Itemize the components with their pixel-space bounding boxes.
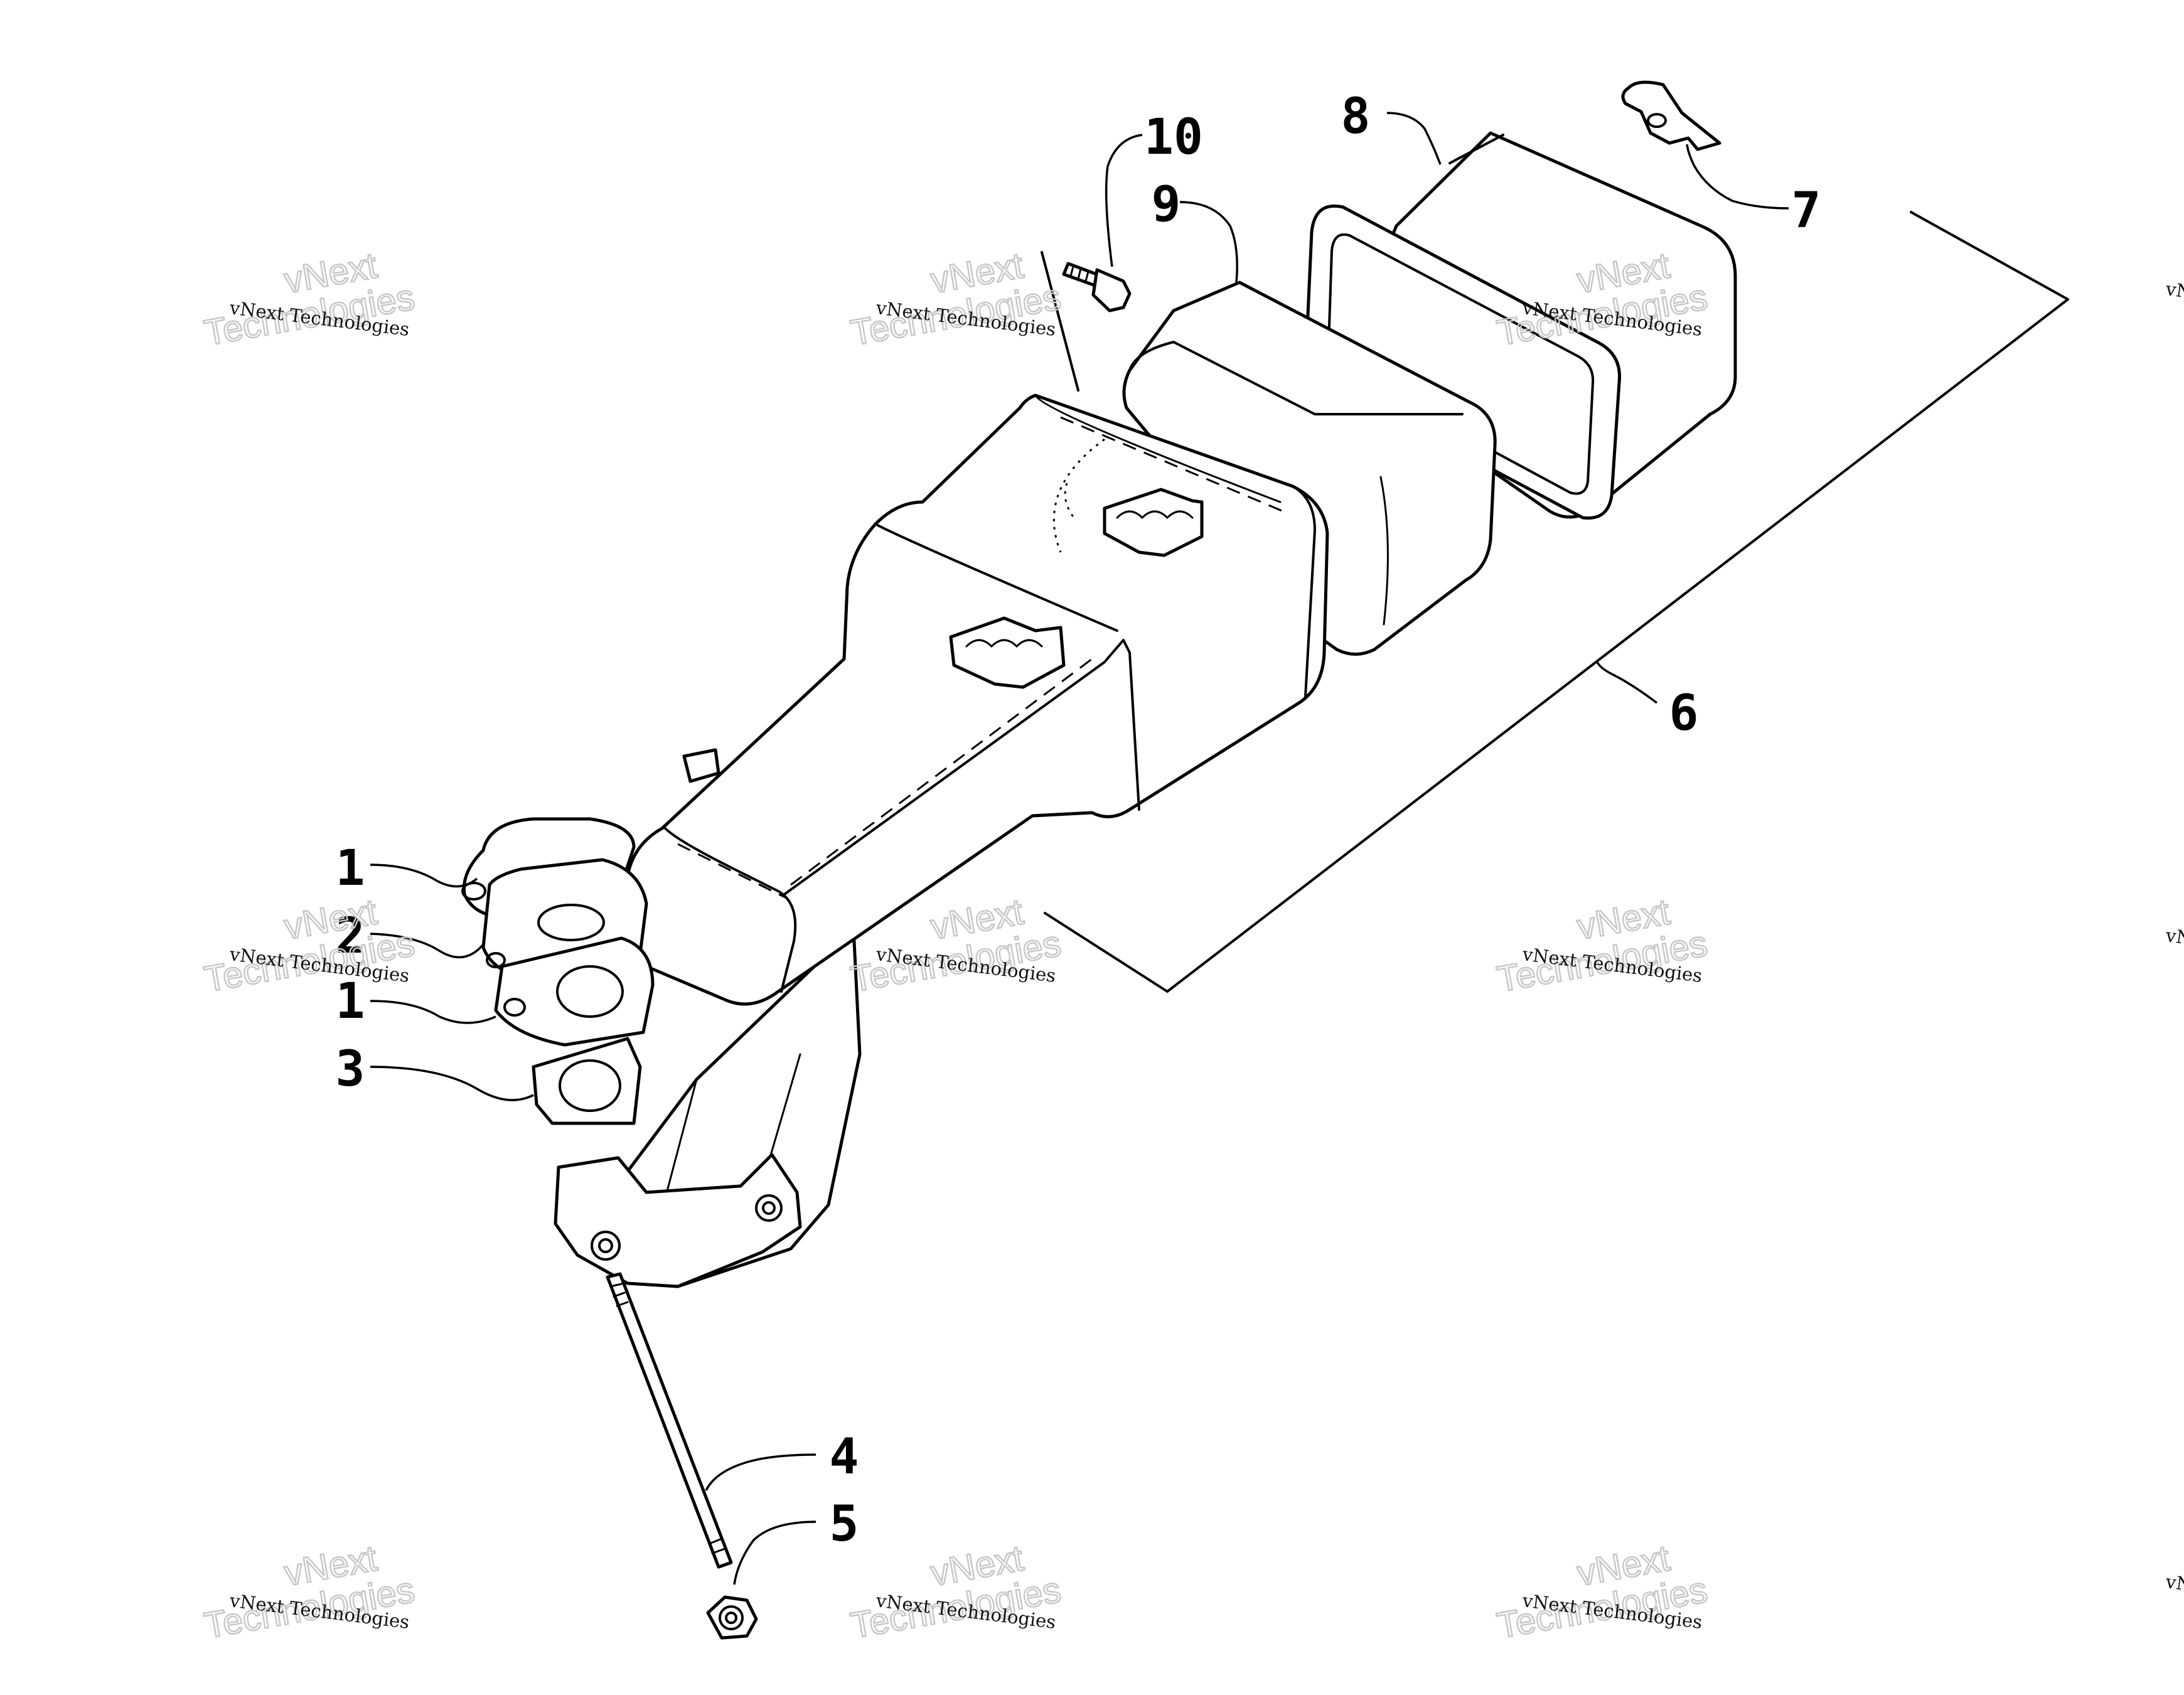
leader-lines — [370, 112, 1789, 1585]
callout-label: 6 — [1669, 685, 1699, 742]
watermark-text: vNext Technologies — [2164, 278, 2184, 321]
part-3-gasket — [532, 1037, 642, 1125]
callout-labels: 1 2 1 3 4 5 6 7 8 9 10 — [336, 88, 1821, 1553]
part-10-bolt — [1062, 262, 1132, 313]
part-7-clip — [1621, 80, 1721, 151]
callout-label: 5 — [830, 1496, 859, 1553]
callout-label: 2 — [336, 908, 365, 965]
watermark-text: vNext Technologies — [2164, 1571, 2184, 1614]
callout-label: 8 — [1341, 88, 1371, 145]
callout-label: 3 — [336, 1041, 365, 1098]
part-6-airbox-housing — [554, 393, 1329, 1288]
part-5-flange-nut — [706, 1595, 758, 1640]
part-4-stud-bolt — [606, 1272, 733, 1569]
watermark-text: vNext Technologies — [2164, 924, 2184, 968]
callout-label: 9 — [1152, 176, 1181, 233]
callout-label: 1 — [336, 973, 365, 1030]
callout-label: 4 — [830, 1429, 859, 1485]
callout-label: 7 — [1792, 183, 1821, 239]
assembly-bracket-line — [1044, 211, 2069, 993]
assembly-bracket-line-top — [1041, 251, 1079, 392]
part-1-gasket-lower — [494, 936, 655, 1047]
callout-label: 10 — [1144, 109, 1203, 166]
part-9-intake-boot — [1122, 281, 1497, 656]
callout-label: 1 — [336, 840, 365, 897]
